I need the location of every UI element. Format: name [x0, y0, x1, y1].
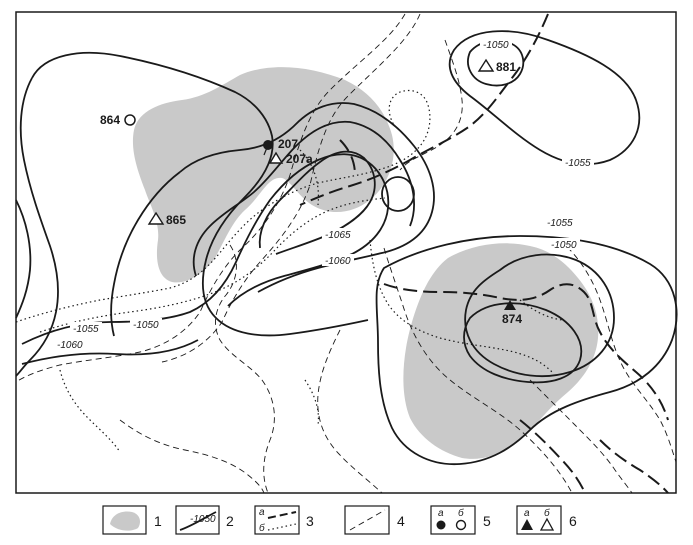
- isoline: [464, 253, 615, 378]
- legend-number-4: 4: [397, 513, 405, 529]
- isoline-label: -1050: [483, 40, 509, 51]
- well-label-865: 865: [166, 213, 186, 227]
- fault-lines: [299, 13, 669, 494]
- well-label-207: 207: [278, 137, 298, 151]
- legend-number-2: 2: [226, 513, 234, 529]
- legend-number-5: 5: [483, 513, 491, 529]
- isoline: [21, 339, 199, 365]
- isoline-label: -1055: [565, 158, 591, 169]
- isoline-label: -1060: [325, 256, 351, 267]
- thin-dashed-line: [383, 247, 573, 494]
- open-circle-icon: [455, 519, 467, 531]
- open-circle-icon: [124, 114, 136, 126]
- legend-label-b: б: [259, 522, 265, 534]
- thin-dashed-swatch: [349, 509, 386, 531]
- well-label-207a: 207a: [286, 152, 313, 166]
- fault-line: [519, 419, 586, 494]
- legend-label-a: а: [438, 508, 444, 519]
- isoline-label: -1065: [325, 230, 351, 241]
- legend-box-3: [254, 505, 300, 535]
- fault-line: [339, 139, 356, 176]
- isoline-swatch: [179, 511, 217, 531]
- legend-number-1: 1: [154, 513, 162, 529]
- filled-triangle-icon: [521, 519, 533, 530]
- isoline: [448, 30, 641, 166]
- dotted-line: [369, 239, 553, 373]
- legend-box-5: [430, 505, 476, 535]
- isoline-closed: [381, 176, 415, 212]
- legend-box-2: [175, 505, 220, 535]
- legend: 1 -1050 2 а б 3 4 а б 5 а б 6: [102, 505, 577, 535]
- legend-contour-sample: -1050: [190, 514, 216, 525]
- fault-line: [599, 439, 669, 494]
- isoline-label: -1055: [547, 218, 573, 229]
- thin-dashed-line: [119, 419, 265, 494]
- wells: 864 207 207a 865 881 874: [100, 58, 522, 326]
- legend-label-b: б: [544, 507, 550, 519]
- isoline: [110, 171, 181, 337]
- isoline-label: -1050: [133, 320, 159, 331]
- open-triangle-icon: [539, 517, 555, 531]
- filled-triangle-icon: [504, 300, 516, 310]
- well-label-864: 864: [100, 113, 120, 127]
- legend-label-b: б: [458, 507, 464, 519]
- legend-number-3: 3: [306, 513, 314, 529]
- isoline: [463, 302, 583, 384]
- shaded-zone-southeast: [403, 243, 599, 459]
- fault-line: [299, 13, 549, 206]
- dotted-line: [15, 89, 431, 323]
- thin-dashed-line: [215, 244, 275, 494]
- legend-label-a: а: [259, 507, 265, 518]
- isoline-label: -1055: [73, 324, 99, 335]
- legend-box-4: [344, 505, 390, 535]
- thin-dashed-line: [529, 379, 633, 494]
- well-label-874: 874: [502, 312, 522, 326]
- dotted-boundaries: [15, 89, 563, 453]
- shaded-zone-swatch: [110, 511, 140, 531]
- legend-label-a: а: [524, 508, 530, 519]
- isoline-label: -1060: [57, 340, 83, 351]
- isoline: [192, 120, 415, 277]
- isoline: [31, 51, 369, 337]
- isoline: [15, 77, 59, 377]
- legend-number-6: 6: [569, 513, 577, 529]
- open-triangle-icon: [268, 151, 284, 164]
- dotted-line: [59, 369, 121, 453]
- fault-line-swatch: [267, 511, 297, 519]
- thin-dashed-line: [399, 39, 463, 171]
- isoline: [15, 199, 32, 319]
- dotted-line-swatch: [267, 523, 297, 531]
- fault-line: [383, 283, 669, 421]
- dotted-line: [39, 197, 386, 333]
- open-triangle-icon: [477, 58, 495, 72]
- dotted-line: [299, 149, 320, 206]
- open-triangle-icon: [147, 211, 165, 225]
- thin-dashed-line: [559, 239, 677, 463]
- isoline-label: -1050: [551, 240, 577, 251]
- thin-dashed-line: [15, 13, 406, 383]
- filled-circle-icon: [436, 520, 446, 530]
- well-label-881: 881: [496, 60, 516, 74]
- thin-dashed-line: [317, 329, 383, 494]
- isoline-labels: -1050 -1055 -1065 -1060 -1055 -1050 -105…: [54, 38, 594, 351]
